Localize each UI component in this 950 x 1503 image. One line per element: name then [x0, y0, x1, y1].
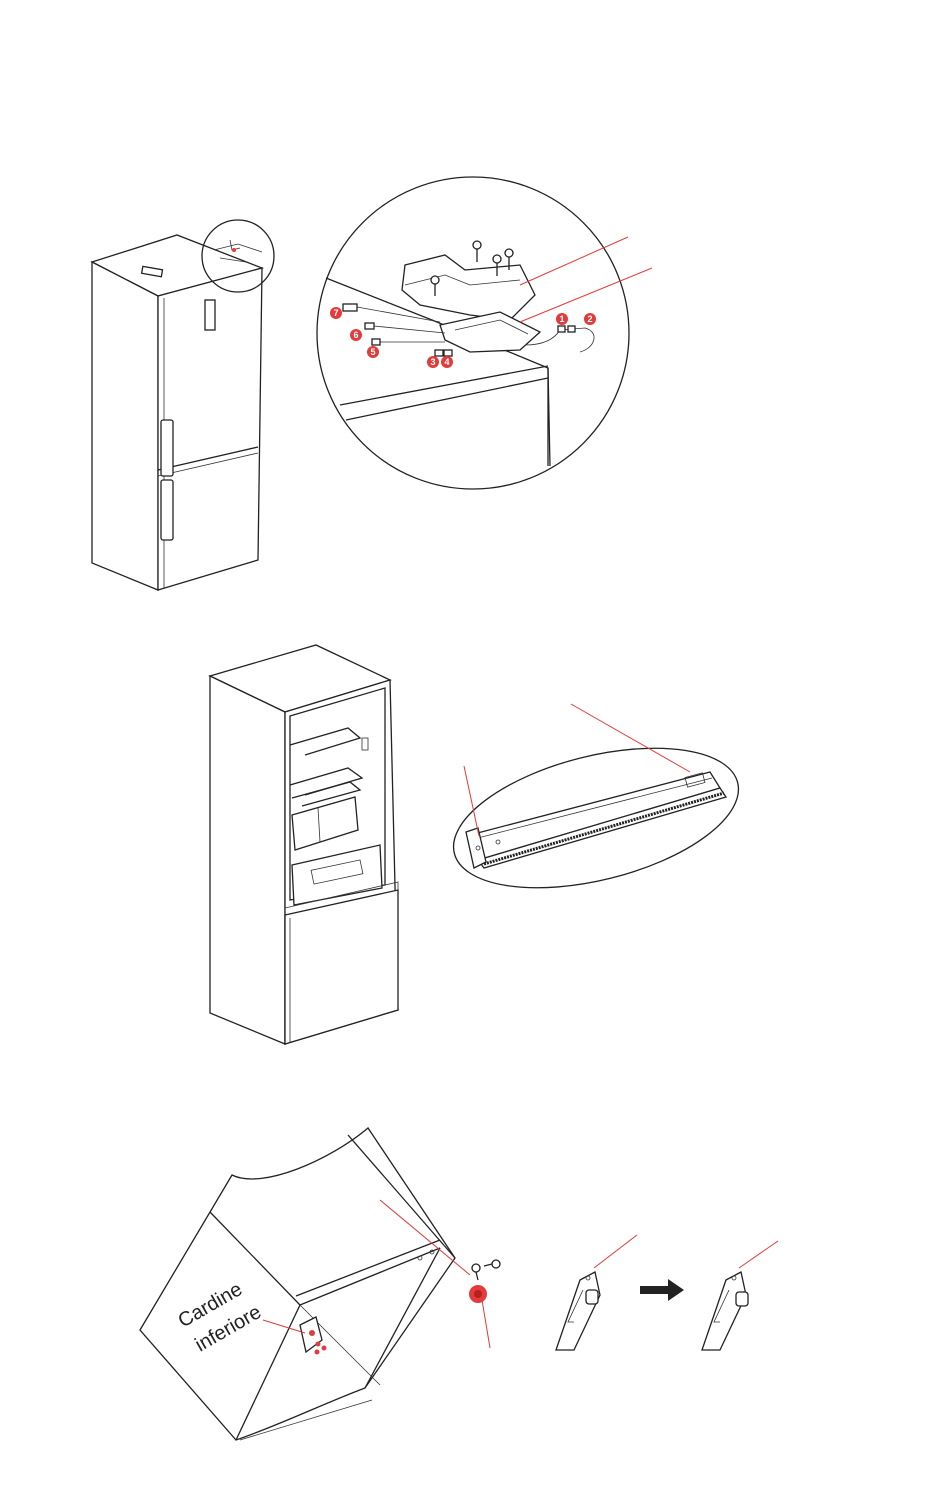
callout-6: 6: [350, 329, 362, 341]
lower-handle: [161, 480, 173, 540]
hinge-cover: [402, 255, 535, 320]
callout-7: 7: [330, 307, 342, 319]
svg-text:7: 7: [333, 308, 338, 318]
upper-handle: [161, 420, 173, 476]
fridge-closed-figure: [92, 235, 262, 590]
callout-5: 5: [367, 346, 379, 358]
hinge-pin-icon: [469, 1285, 487, 1303]
screw-icon: [472, 1260, 500, 1280]
svg-text:3: 3: [430, 357, 435, 367]
svg-text:1: 1: [559, 314, 564, 324]
fridge-tilted-figure: Cardine inferiore: [140, 1128, 490, 1440]
fridge-open-figure: [210, 645, 398, 1044]
middle-hinge-zoom: [439, 704, 752, 913]
display-panel: [205, 300, 215, 330]
svg-text:6: 6: [353, 330, 358, 340]
callout-1: 1: [556, 313, 568, 325]
leader-line: [571, 704, 690, 772]
top-hinge-plate: [440, 312, 540, 352]
callout-3: 3: [427, 356, 439, 368]
callout-4: 4: [441, 356, 453, 368]
svg-text:5: 5: [370, 347, 375, 357]
svg-text:4: 4: [444, 357, 449, 367]
hinge-before-figure: [556, 1235, 637, 1350]
callout-2: 2: [584, 313, 596, 325]
top-hinge-zoom-large: 1 2 3 4 5 6 7: [317, 177, 652, 489]
svg-text:2: 2: [587, 314, 592, 324]
leader-line: [464, 766, 479, 836]
hinge-after-figure: [702, 1241, 778, 1350]
arrow-icon: [640, 1279, 684, 1301]
